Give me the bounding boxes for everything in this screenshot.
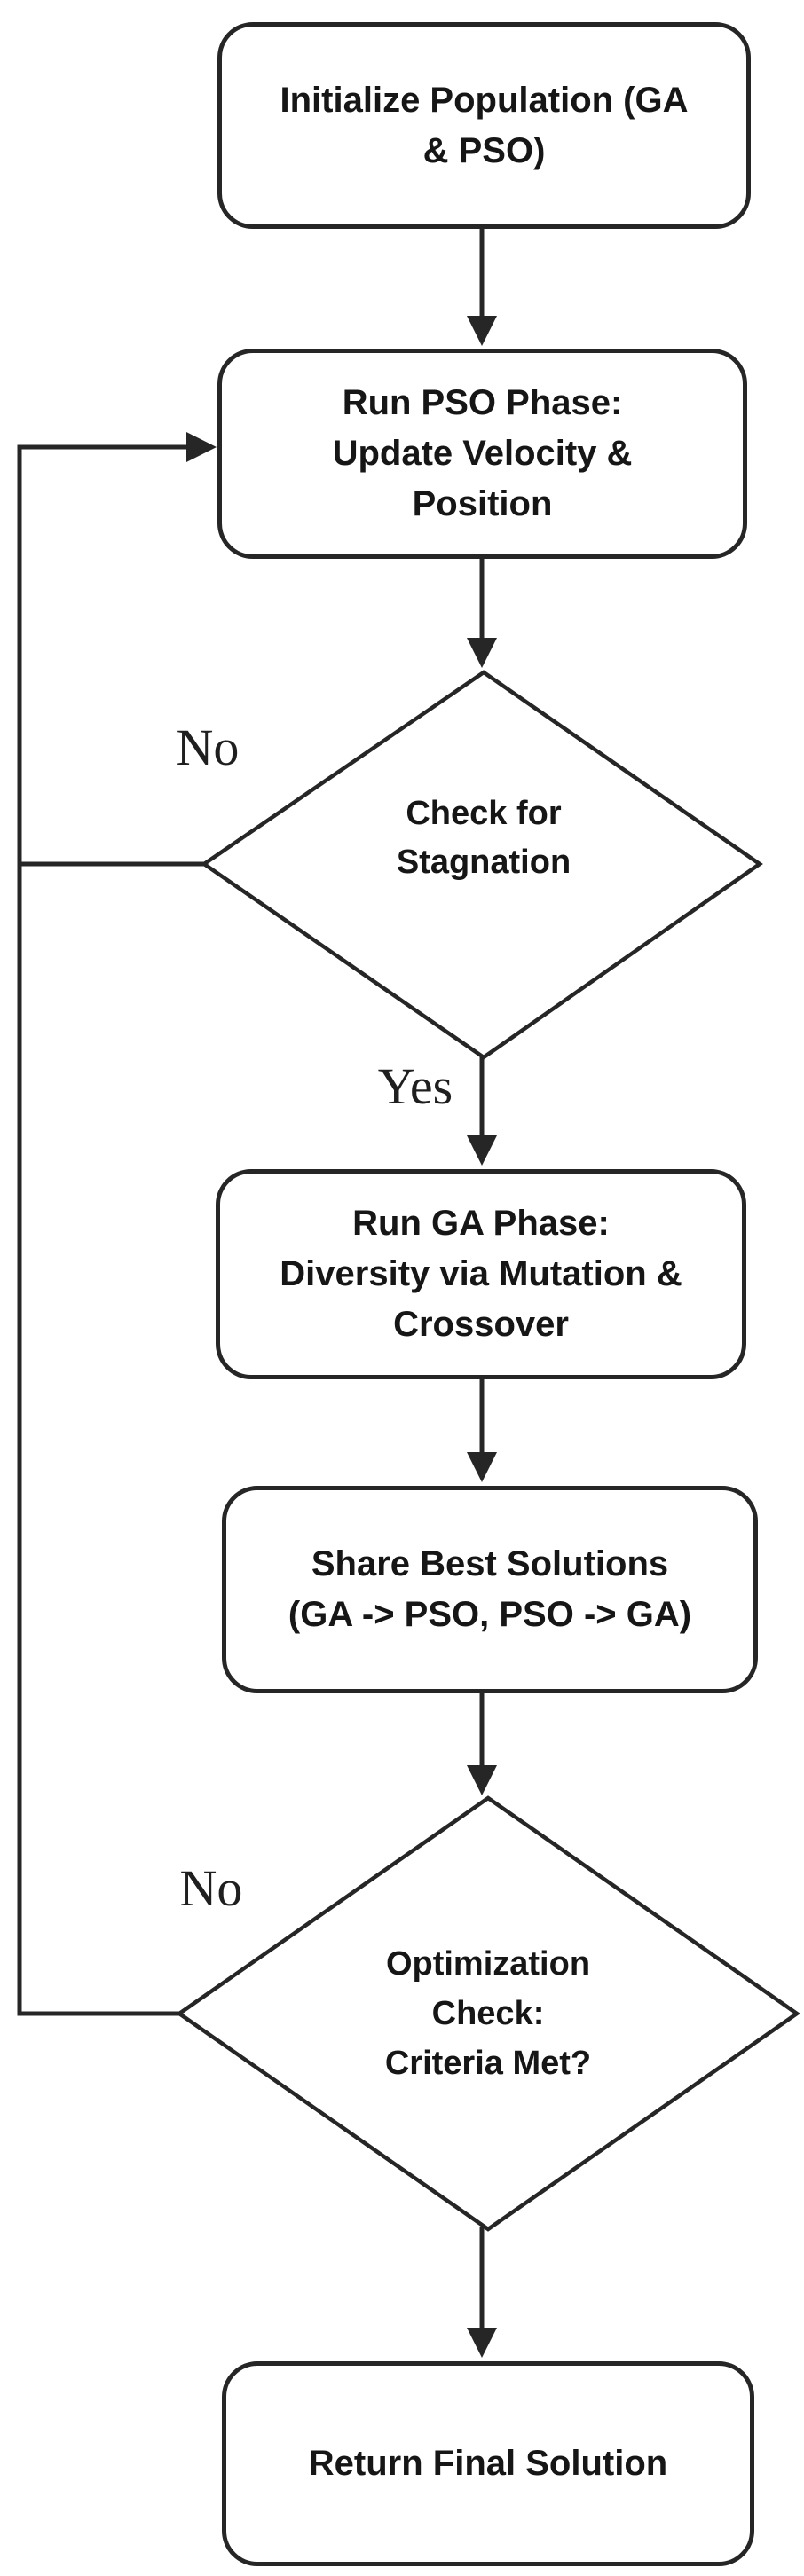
arrowhead-ga-share xyxy=(467,1452,497,1482)
edge-label-optcheck-no: No xyxy=(179,1859,243,1917)
arrowhead-init-pso xyxy=(467,316,497,346)
arrowhead-stagnation-ga xyxy=(467,1135,497,1166)
node-optimization-check-label: Optimization Check: Criteria Met? xyxy=(384,1945,592,2082)
node-run-ga-phase: Run GA Phase: Diversity via Mutation & C… xyxy=(216,1169,746,1379)
arrowhead-feedback-pso xyxy=(186,432,217,462)
node-run-pso-phase: Run PSO Phase: Update Velocity & Positio… xyxy=(217,349,747,559)
node-run-ga-phase-label: Run GA Phase: Diversity via Mutation & C… xyxy=(280,1204,682,1344)
node-initialize-population-label: Initialize Population (GA & PSO) xyxy=(280,80,689,170)
arrowhead-optcheck-final xyxy=(467,2328,497,2358)
edge-label-stagnation-yes: Yes xyxy=(377,1057,453,1115)
node-check-stagnation-label: Check for Stagnation xyxy=(396,795,571,881)
node-run-pso-phase-label: Run PSO Phase: Update Velocity & Positio… xyxy=(332,383,633,523)
node-initialize-population: Initialize Population (GA & PSO) xyxy=(217,22,751,229)
node-share-best-solutions: Share Best Solutions (GA -> PSO, PSO -> … xyxy=(222,1486,758,1693)
decision-diamond-stagnation xyxy=(201,670,763,1060)
edge-label-stagnation-no: No xyxy=(176,719,240,776)
arrowhead-pso-stagnation xyxy=(467,638,497,668)
node-return-final-solution: Return Final Solution xyxy=(222,2361,754,2566)
node-return-final-solution-label: Return Final Solution xyxy=(308,2444,668,2483)
node-share-best-solutions-label: Share Best Solutions (GA -> PSO, PSO -> … xyxy=(288,1544,692,1634)
arrowhead-share-optcheck xyxy=(467,1765,497,1795)
decision-diamond-optcheck xyxy=(176,1795,800,2232)
